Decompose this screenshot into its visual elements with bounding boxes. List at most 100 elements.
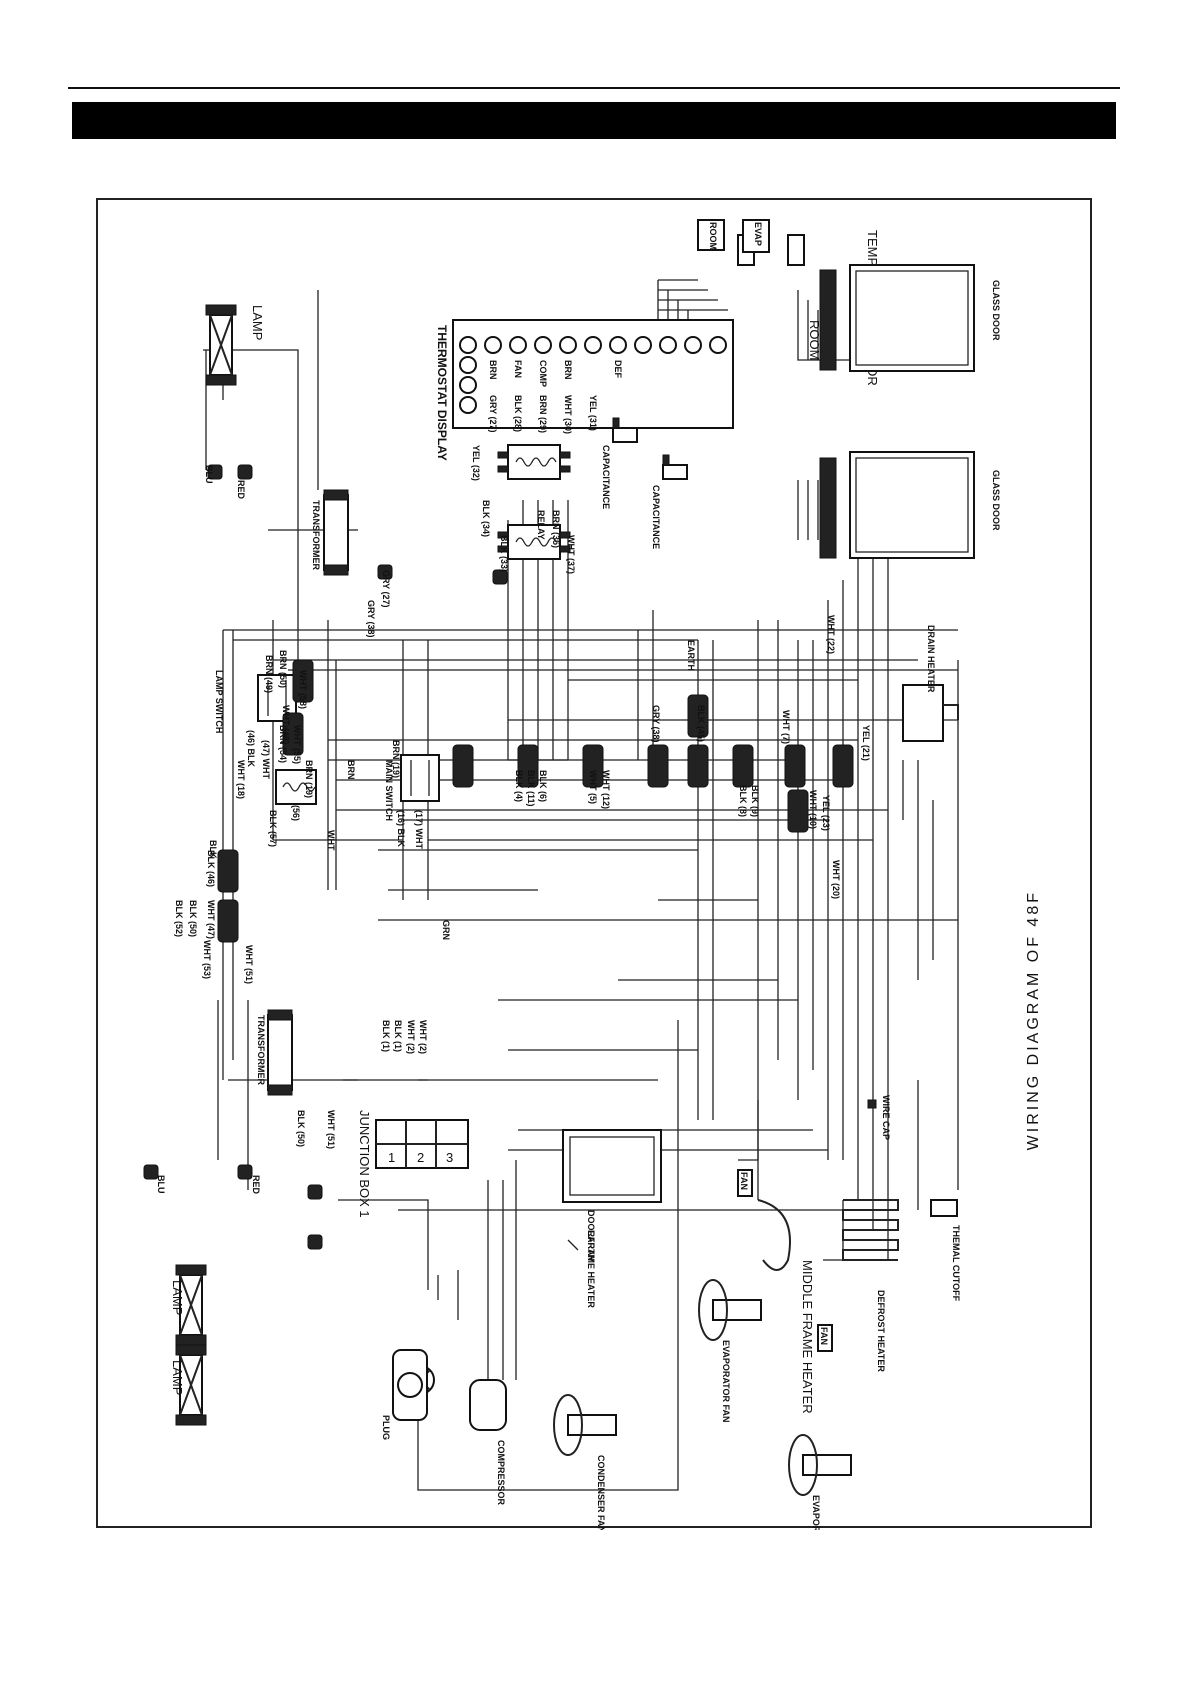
wire-label: WHT (12)	[601, 770, 611, 809]
wire-label: BLK (57)	[268, 810, 278, 847]
wire-label: WHT (10)	[808, 790, 818, 829]
wire-label: BRN (50)	[278, 650, 288, 688]
junction-cell-2: 2	[417, 1150, 424, 1165]
lamp-left-2: LAMP	[170, 1344, 207, 1426]
fan-tag-2: FAN	[819, 1327, 829, 1345]
drain-heater-label: DRAIN HEATER	[926, 625, 936, 693]
wire-label: BRN	[346, 760, 356, 780]
middle-frame-heater-label: MIDDLE FRAME HEATER	[800, 1260, 815, 1414]
capacitance-2-label: CAPACITANCE	[651, 485, 661, 549]
thermal-cutoff-label: THEMAL CUTOFF	[951, 1225, 961, 1302]
compressor: COMPRESSOR	[469, 1379, 507, 1506]
lamp-top-label: LAMP	[250, 305, 265, 340]
wire-network	[203, 279, 959, 1491]
wire-label: RED	[236, 480, 246, 500]
evaporator-fan-1: EVAPORATOR FAN	[698, 1279, 762, 1423]
wire-label: GRN	[441, 920, 451, 940]
thermostat-wire-3: BRN (29)	[538, 395, 548, 433]
wiring-diagram: LAMP LAMP LAMP LAMP TRANSFORMER TRANSFOR…	[143, 219, 1042, 1530]
wire-label: WHT (55)	[292, 725, 302, 764]
condenser-fan: CONDENSER FAN	[553, 1394, 617, 1530]
plug-label: PLUG	[381, 1415, 391, 1440]
wire-label: BLK (4)	[514, 770, 524, 802]
thermostat-terminal-2: FAN	[513, 360, 523, 378]
earth: EARTH	[567, 1230, 596, 1261]
main-switch-label: MAIN SWITCH	[384, 760, 394, 821]
wire-label: BLK (8)	[738, 785, 748, 817]
wire-label: BRN (35)	[551, 510, 561, 548]
evaporator-fan-1-label: EVAPORATOR FAN	[721, 1340, 731, 1423]
wire-label: BLK (50)	[296, 1110, 306, 1147]
wire-label: BLK (52)	[174, 900, 184, 937]
wire-label: WHT (22)	[826, 615, 836, 654]
junction-title: JUNCTION BOX 1	[357, 1110, 372, 1218]
defrost-heater: DEFROST HEATER	[842, 1199, 899, 1372]
glass-door-1: GLASS DOOR	[819, 264, 1001, 372]
glass-door-2: GLASS DOOR	[819, 451, 1001, 559]
junction-cell-1: 1	[388, 1150, 395, 1165]
wire-label: BRN (54)	[278, 725, 288, 763]
lamp-left-2-label: LAMP	[170, 1360, 185, 1395]
wire-label: WHT (48)	[281, 705, 291, 744]
wire-label: WHT (7)	[781, 710, 791, 744]
wire-label: BLK (34)	[481, 500, 491, 537]
main-switch: MAIN SWITCH	[384, 754, 440, 821]
wire-label: BLK (46)	[206, 850, 216, 887]
wire-label: BLU	[156, 1175, 166, 1194]
wire-label: GRY (38)	[366, 600, 376, 638]
transformer-bottom: TRANSFORMER	[256, 1009, 293, 1096]
wire-label: BLU	[204, 465, 214, 484]
wire-label: (47) WHT	[261, 740, 271, 779]
wire-label: WHT (51)	[244, 945, 254, 984]
wire-label: YEL (23)	[821, 795, 831, 831]
wire-label: WHT (37)	[566, 535, 576, 574]
thermal-cutoff: THEMAL CUTOFF	[930, 1199, 961, 1302]
earth-label: EARTH	[586, 1230, 596, 1261]
doorframe-heater-label: DOORFRAME HEATER	[586, 1210, 596, 1308]
lamp-left-1: LAMP	[170, 1264, 207, 1346]
wire-label: BRN (49)	[264, 655, 274, 693]
wire-label: WHT (18)	[236, 760, 246, 799]
wire-label: WHT (51)	[326, 1110, 336, 1149]
wire-label: BLK	[208, 840, 218, 859]
glass-door-2-label: GLASS DOOR	[991, 470, 1001, 531]
wire-label: YEL (21)	[861, 725, 871, 761]
glass-door-1-label: GLASS DOOR	[991, 280, 1001, 341]
evaporator-fan-2: EVAPORATOR FAN	[788, 1434, 852, 1530]
transformer-bottom-label: TRANSFORMER	[256, 1015, 266, 1085]
thermostat-display: BRN FAN COMP BRN DEF GRY (27) BLK (28) B…	[435, 319, 734, 461]
wire-label: WHT (2)	[418, 1020, 428, 1054]
relay-label: RELAY	[536, 510, 546, 540]
wire-label: BRN (19)	[391, 740, 401, 778]
diagram-frame: LAMP LAMP LAMP LAMP TRANSFORMER TRANSFOR…	[96, 198, 1092, 1530]
defrost-heater-label: DEFROST HEATER	[876, 1290, 886, 1372]
sensor-room-label: ROOM	[807, 320, 822, 360]
diagram-title: WIRING DIAGRAM OF 48F	[1025, 890, 1042, 1150]
relay-2: RELAY	[497, 510, 571, 560]
wire-label: (16) BLK	[396, 810, 406, 848]
evaporator-fan-2-label: EVAPORATOR FAN	[811, 1495, 821, 1530]
lamp-switch-label: LAMP SWITCH	[214, 670, 224, 733]
wire-label: BLK (45)	[696, 705, 706, 742]
capacitance-1: CAPACITANCE	[601, 417, 638, 509]
transformer-top-label: TRANSFORMER	[311, 500, 321, 570]
transformer-top: TRANSFORMER	[311, 489, 349, 576]
thermostat-terminal-5: DEF	[613, 360, 623, 379]
sensor-evap-tag: EVAP	[753, 222, 763, 246]
wire-label: BLK (1)	[381, 1020, 391, 1052]
wire-label: BRN (19)	[304, 760, 314, 798]
thermostat-terminal-1: BRN	[488, 360, 498, 380]
thermostat-terminal-3: COMP	[538, 360, 548, 387]
doorframe-heater: DOORFRAME HEATER	[562, 1129, 662, 1308]
middle-frame-heater: MIDDLE FRAME HEATER	[757, 1199, 815, 1414]
compressor-label: COMPRESSOR	[496, 1440, 506, 1506]
wire-label: WHT	[326, 830, 336, 851]
junction-box: 1 2 3 JUNCTION BOX 1	[357, 1110, 469, 1218]
wire-label: GRY (27)	[381, 570, 391, 608]
wire-label: BLK (1)	[393, 1020, 403, 1052]
relay-box	[275, 769, 317, 805]
lamp-top: LAMP	[205, 304, 265, 386]
thermostat-terminal-4: BRN	[563, 360, 573, 380]
wire-label: (17) WHT	[414, 810, 424, 849]
header-bar	[72, 102, 1116, 139]
